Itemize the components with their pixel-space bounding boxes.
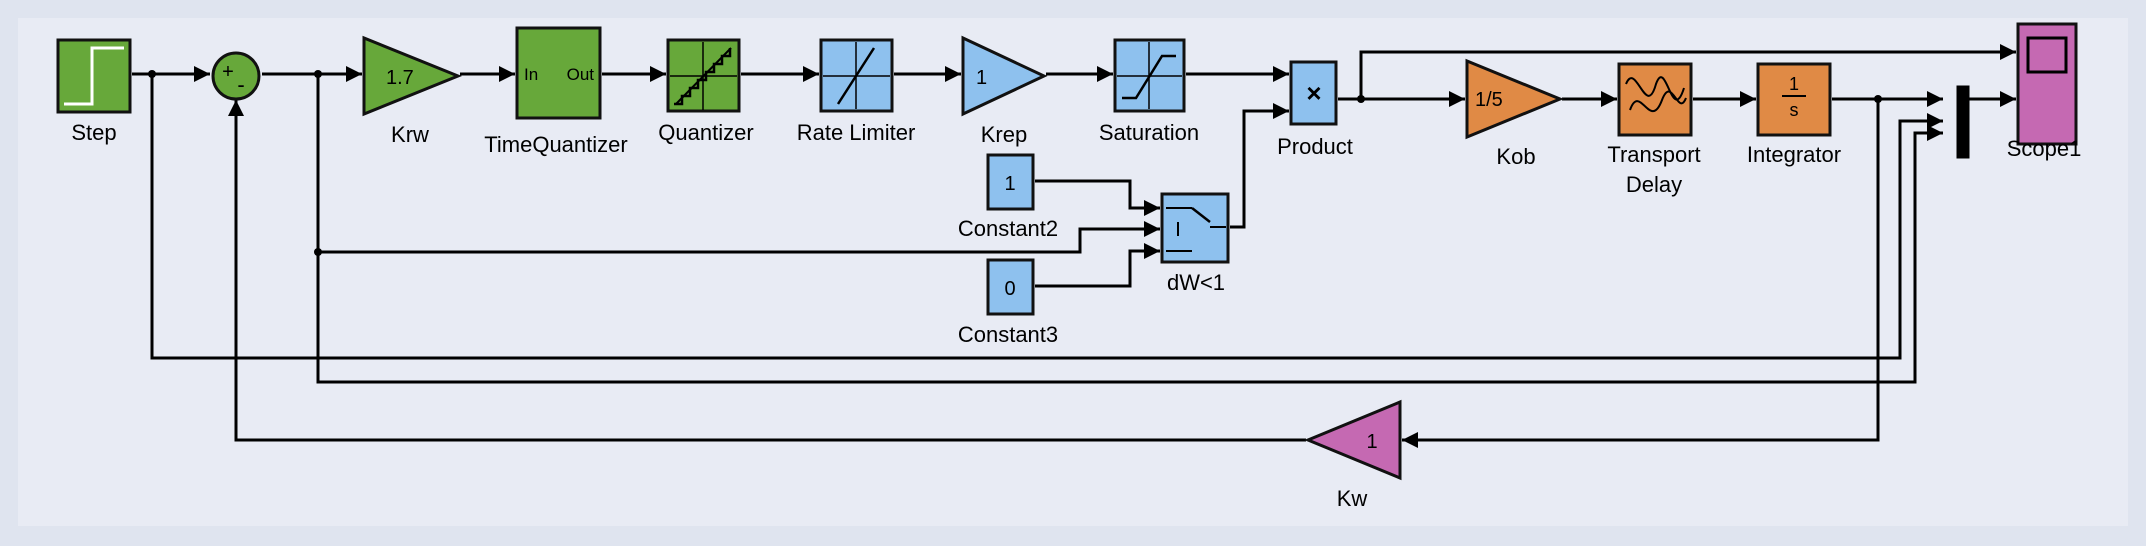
wire-step-mux[interactable] [150,74,1943,360]
transport-delay-block[interactable]: Transport Delay [1607,62,1701,197]
kw-value: 1 [1366,431,1377,453]
signal-wires [132,44,2016,448]
rate-limiter-block[interactable]: Rate Limiter [797,38,916,145]
step-label: Step [71,120,116,145]
switch-label: dW<1 [1167,270,1225,295]
integrator-denominator: s [1790,100,1799,120]
sum-plus-sign: + [222,61,234,83]
krw-gain-block[interactable]: 1.7 Krw [362,35,463,147]
mux-block[interactable] [1956,85,1970,159]
integrator-block[interactable]: 1 s Integrator [1747,62,1841,167]
sum-block[interactable]: + - [211,51,261,101]
kw-label: Kw [1337,486,1368,511]
sum-minus-sign: - [237,72,244,97]
tq-label: TimeQuantizer [484,132,627,157]
saturation-block[interactable]: Saturation [1099,38,1199,145]
rate-limiter-label: Rate Limiter [797,120,916,145]
wire-product-scope[interactable] [1359,44,2016,99]
scope-label: Scope1 [2007,136,2082,161]
kob-value: 1/5 [1475,89,1503,111]
scope-block[interactable]: Scope1 [2007,22,2082,161]
tq-port-in: In [524,65,538,84]
kob-gain-block[interactable]: 1/5 Kob [1465,58,1564,169]
wire-sum-mux[interactable] [316,74,1943,384]
constant3-label: Constant3 [958,322,1058,347]
delay-label-line2: Delay [1626,172,1682,197]
wire-switch-product[interactable] [1230,103,1289,229]
krw-label: Krw [391,122,429,147]
switch-block[interactable]: dW<1 [1160,192,1230,295]
wire-integrator-kw[interactable] [1402,99,1880,448]
krep-gain-block[interactable]: 1 Krep [961,35,1048,147]
constant2-value: 1 [1004,173,1015,195]
constant2-label: Constant2 [958,216,1058,241]
constant3-block[interactable]: 0 Constant3 [958,258,1058,347]
time-quantizer-block[interactable]: In Out TimeQuantizer [484,26,628,157]
integrator-label: Integrator [1747,142,1841,167]
step-block[interactable]: Step [56,38,132,145]
krep-value: 1 [976,67,987,89]
krw-value: 1.7 [386,67,414,89]
product-label: Product [1277,134,1353,159]
wire-sum-switch[interactable] [318,221,1160,254]
krep-label: Krep [981,122,1027,147]
integrator-numerator: 1 [1789,74,1799,94]
constant2-block[interactable]: 1 Constant2 [958,153,1058,241]
wire-const3-switch[interactable] [1035,243,1160,288]
quantizer-block[interactable]: Quantizer [658,38,754,145]
kob-label: Kob [1496,144,1535,169]
tq-port-out: Out [567,65,595,84]
quantizer-label: Quantizer [658,120,753,145]
product-symbol: × [1306,78,1321,108]
delay-label-line1: Transport [1607,142,1700,167]
kw-gain-block[interactable]: 1 Kw [1304,399,1402,511]
product-block[interactable]: × Product [1277,60,1353,159]
saturation-label: Saturation [1099,120,1199,145]
constant3-value: 0 [1004,278,1015,300]
wire-kw-sum[interactable] [228,100,1306,442]
wire-const2-switch[interactable] [1035,179,1160,216]
